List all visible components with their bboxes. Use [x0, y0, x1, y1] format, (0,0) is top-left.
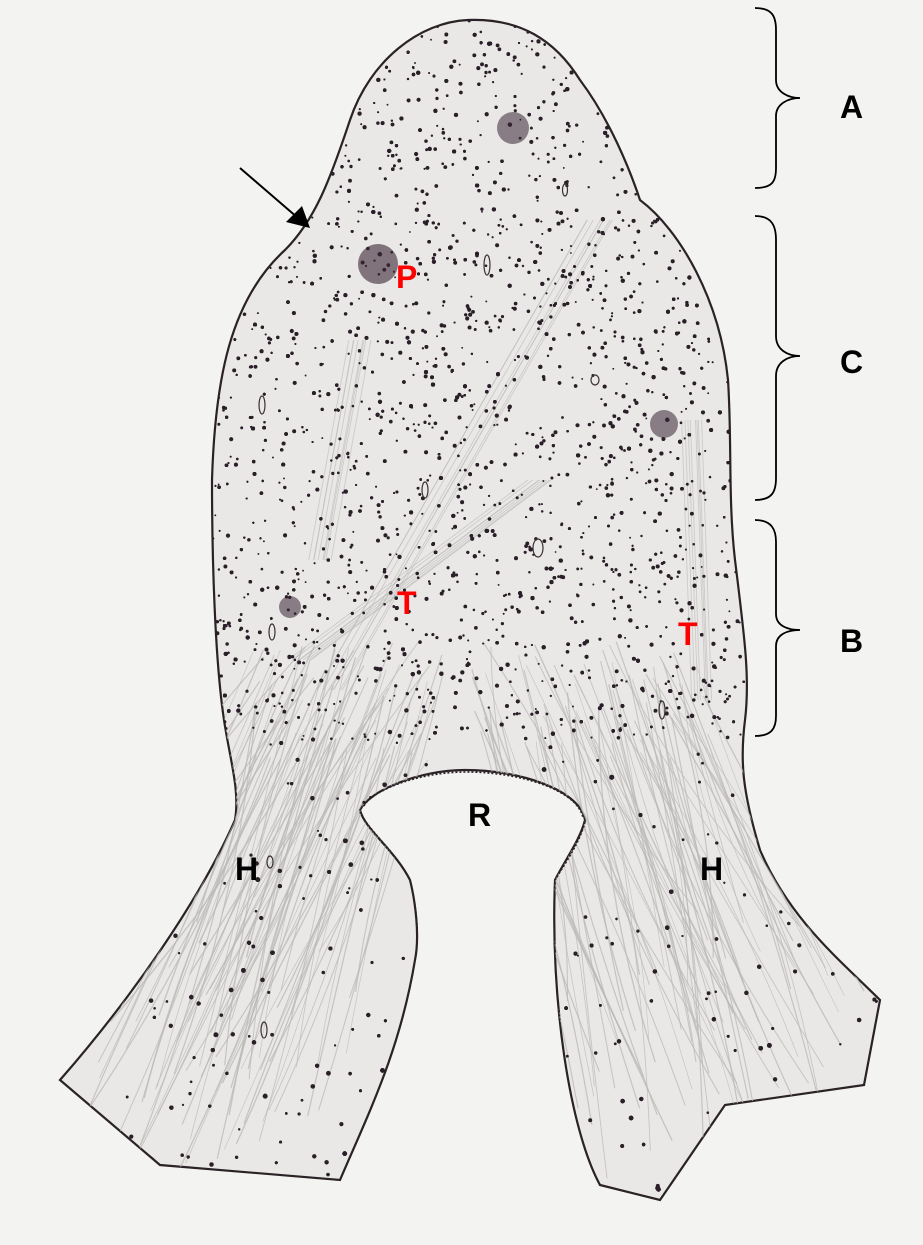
- label-h-left: H: [235, 851, 258, 887]
- label-r: R: [468, 797, 491, 833]
- pointer-arrow: [240, 168, 310, 228]
- label-zone-a: A: [840, 89, 863, 125]
- label-h-right: H: [700, 851, 723, 887]
- label-zone-c: C: [840, 344, 863, 380]
- bracket-c: [755, 216, 800, 500]
- bracket-a: [755, 8, 800, 188]
- label-t-left: T: [397, 585, 417, 621]
- label-p: P: [396, 259, 417, 295]
- bracket-b: [755, 520, 800, 736]
- label-t-right: T: [678, 616, 698, 652]
- label-zone-b: B: [840, 623, 863, 659]
